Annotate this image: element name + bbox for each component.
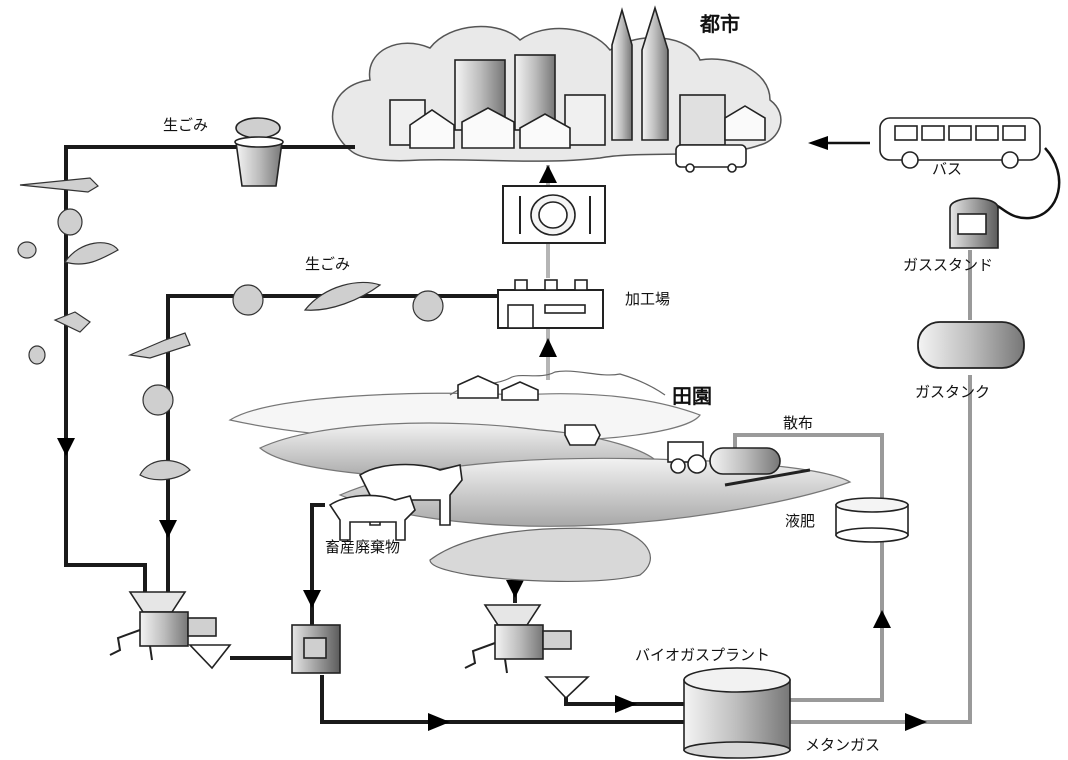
- bus-label: バス: [932, 162, 962, 177]
- arrowhead-up: [873, 610, 891, 628]
- separator-box-icon: [292, 625, 340, 673]
- grinder-icon: [110, 592, 230, 668]
- biogas-plant-tank-icon: [684, 668, 790, 758]
- cathedral-tower-right: [642, 8, 668, 140]
- grinder-icon: [465, 605, 588, 698]
- arrowhead-right: [428, 713, 450, 731]
- flow-line-box-to-plant: [322, 675, 684, 722]
- city-bus: [676, 145, 746, 167]
- methane-gas-label: メタンガス: [805, 738, 880, 753]
- arrowhead-up: [539, 338, 557, 357]
- arrowhead-down: [57, 438, 75, 456]
- livestock-waste-label: 畜産廃棄物: [325, 540, 400, 555]
- city-building: [680, 95, 725, 145]
- spraying-label: 散布: [783, 416, 813, 431]
- flow-line-plant-to-fertilizer: [790, 530, 882, 700]
- processing-plant-label: 加工場: [625, 292, 670, 307]
- arrowhead-right: [615, 695, 637, 713]
- gas-tank-label: ガスタンク: [915, 385, 990, 400]
- biogas-plant-label: バイオガスプラント: [635, 648, 770, 663]
- garbage-can-icon: [235, 118, 283, 186]
- countryside-illustration: [230, 371, 850, 581]
- processing-factory-icon: [498, 280, 603, 328]
- arrowhead-down: [303, 590, 321, 608]
- arrowhead-right: [905, 713, 927, 731]
- city-building: [565, 95, 605, 145]
- arrowhead-down: [159, 520, 177, 538]
- liquid-fertilizer-label: 液肥: [785, 514, 815, 529]
- flow-line-livestock: [312, 505, 325, 625]
- raw-garbage-city-label: 生ごみ: [163, 118, 208, 133]
- arrowhead-up: [539, 165, 557, 183]
- liquid-fertilizer-tank-icon: [836, 498, 908, 542]
- meal-plate-icon: [503, 186, 605, 243]
- gas-tank-icon: [918, 322, 1024, 368]
- arrowhead-down: [506, 580, 524, 598]
- bus-to-city-arrowhead: [808, 136, 828, 150]
- cathedral-tower-left: [612, 10, 632, 140]
- raw-garbage-food-label: 生ごみ: [305, 257, 350, 272]
- gas-station-label: ガススタンド: [903, 258, 993, 273]
- city-label: 都市: [700, 14, 740, 34]
- countryside-label: 田園: [672, 386, 712, 406]
- gas-pump-icon: [950, 198, 998, 248]
